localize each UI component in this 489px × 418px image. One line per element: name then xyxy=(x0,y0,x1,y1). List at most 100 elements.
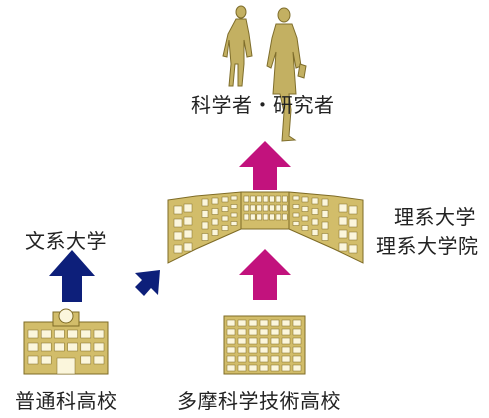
window-shape xyxy=(348,218,358,228)
window-shape xyxy=(237,364,247,372)
window-shape xyxy=(282,213,288,221)
window-shape xyxy=(281,319,291,327)
window-shape xyxy=(54,342,65,352)
window-shape xyxy=(93,355,105,365)
window-shape xyxy=(301,196,309,203)
window-shape xyxy=(321,221,329,230)
window-shape xyxy=(226,337,236,345)
window-shape xyxy=(281,337,291,345)
window-shape xyxy=(226,355,236,363)
window-shape xyxy=(230,221,238,226)
window-shape xyxy=(201,233,209,241)
window-shape xyxy=(93,342,105,352)
window-shape xyxy=(292,319,302,327)
researchers-label: 科学者・研究者 xyxy=(191,93,335,117)
window-shape xyxy=(348,231,358,241)
window-shape xyxy=(292,337,302,345)
window-shape xyxy=(221,225,229,231)
window-shape xyxy=(80,342,92,352)
window-shape xyxy=(183,216,193,226)
window-shape xyxy=(248,328,258,336)
window-shape xyxy=(201,221,209,230)
window-shape xyxy=(183,229,193,239)
window-shape xyxy=(183,203,193,213)
window-shape xyxy=(226,328,236,336)
window-shape xyxy=(226,364,236,372)
window-shape xyxy=(93,329,105,339)
window-shape xyxy=(173,218,183,228)
window-shape xyxy=(292,328,302,336)
window-shape xyxy=(292,204,300,209)
window-shape xyxy=(80,329,92,339)
window-shape xyxy=(221,206,229,212)
window-shape xyxy=(211,197,219,205)
arrow-icon xyxy=(49,250,95,302)
window-shape xyxy=(275,204,282,212)
window-shape xyxy=(173,231,183,241)
window-shape xyxy=(173,244,183,254)
window-shape xyxy=(259,337,269,345)
window-shape xyxy=(311,197,319,205)
window-shape xyxy=(270,346,280,354)
window-shape xyxy=(311,208,319,215)
window-shape xyxy=(292,221,300,226)
window-shape xyxy=(237,355,247,363)
window-shape xyxy=(237,337,247,345)
arrow-icon xyxy=(239,141,291,190)
window-shape xyxy=(321,233,329,241)
tama-high-school-label: 多摩科学技術高校 xyxy=(177,389,341,413)
window-shape xyxy=(321,210,329,218)
window-shape xyxy=(40,355,52,365)
window-shape xyxy=(338,242,348,252)
window-shape xyxy=(259,319,269,327)
window-shape xyxy=(243,213,250,221)
window-shape xyxy=(282,204,288,212)
window-shape xyxy=(256,213,262,221)
window-shape xyxy=(248,337,258,345)
window-shape xyxy=(256,195,262,203)
window-shape xyxy=(270,364,280,372)
window-shape xyxy=(250,204,256,212)
window-shape xyxy=(211,218,219,226)
window-shape xyxy=(230,212,238,218)
window-shape xyxy=(281,364,291,372)
two-people-icon xyxy=(222,5,307,142)
window-shape xyxy=(183,242,193,252)
window-shape xyxy=(54,329,65,339)
window-shape xyxy=(259,346,269,354)
window-shape xyxy=(270,328,280,336)
window-shape xyxy=(230,195,238,201)
window-shape xyxy=(281,346,291,354)
window-shape xyxy=(292,346,302,354)
university-building-icon xyxy=(167,191,364,264)
window-shape xyxy=(348,205,358,215)
window-shape xyxy=(270,319,280,327)
window-shape xyxy=(40,342,52,352)
window-shape xyxy=(243,195,250,203)
window-shape xyxy=(250,213,256,221)
window-shape xyxy=(282,195,288,203)
window-shape xyxy=(269,213,275,221)
window-shape xyxy=(201,210,209,218)
window-shape xyxy=(226,319,236,327)
window-shape xyxy=(259,328,269,336)
window-shape xyxy=(262,195,269,203)
window-shape xyxy=(311,218,319,226)
window-shape xyxy=(275,195,282,203)
window-shape xyxy=(348,244,358,254)
general-high-school-label: 普通科高校 xyxy=(15,389,118,413)
window-shape xyxy=(301,206,309,212)
window-shape xyxy=(230,204,238,209)
science-university-label: 理系大学 xyxy=(394,205,476,229)
window-shape xyxy=(27,329,39,339)
window-shape xyxy=(221,196,229,203)
window-shape xyxy=(292,195,300,201)
window-shape xyxy=(173,205,183,215)
window-shape xyxy=(248,319,258,327)
window-shape xyxy=(311,229,319,236)
window-shape xyxy=(27,355,39,365)
window-shape xyxy=(250,195,256,203)
window-shape xyxy=(262,204,269,212)
window-shape xyxy=(301,225,309,231)
